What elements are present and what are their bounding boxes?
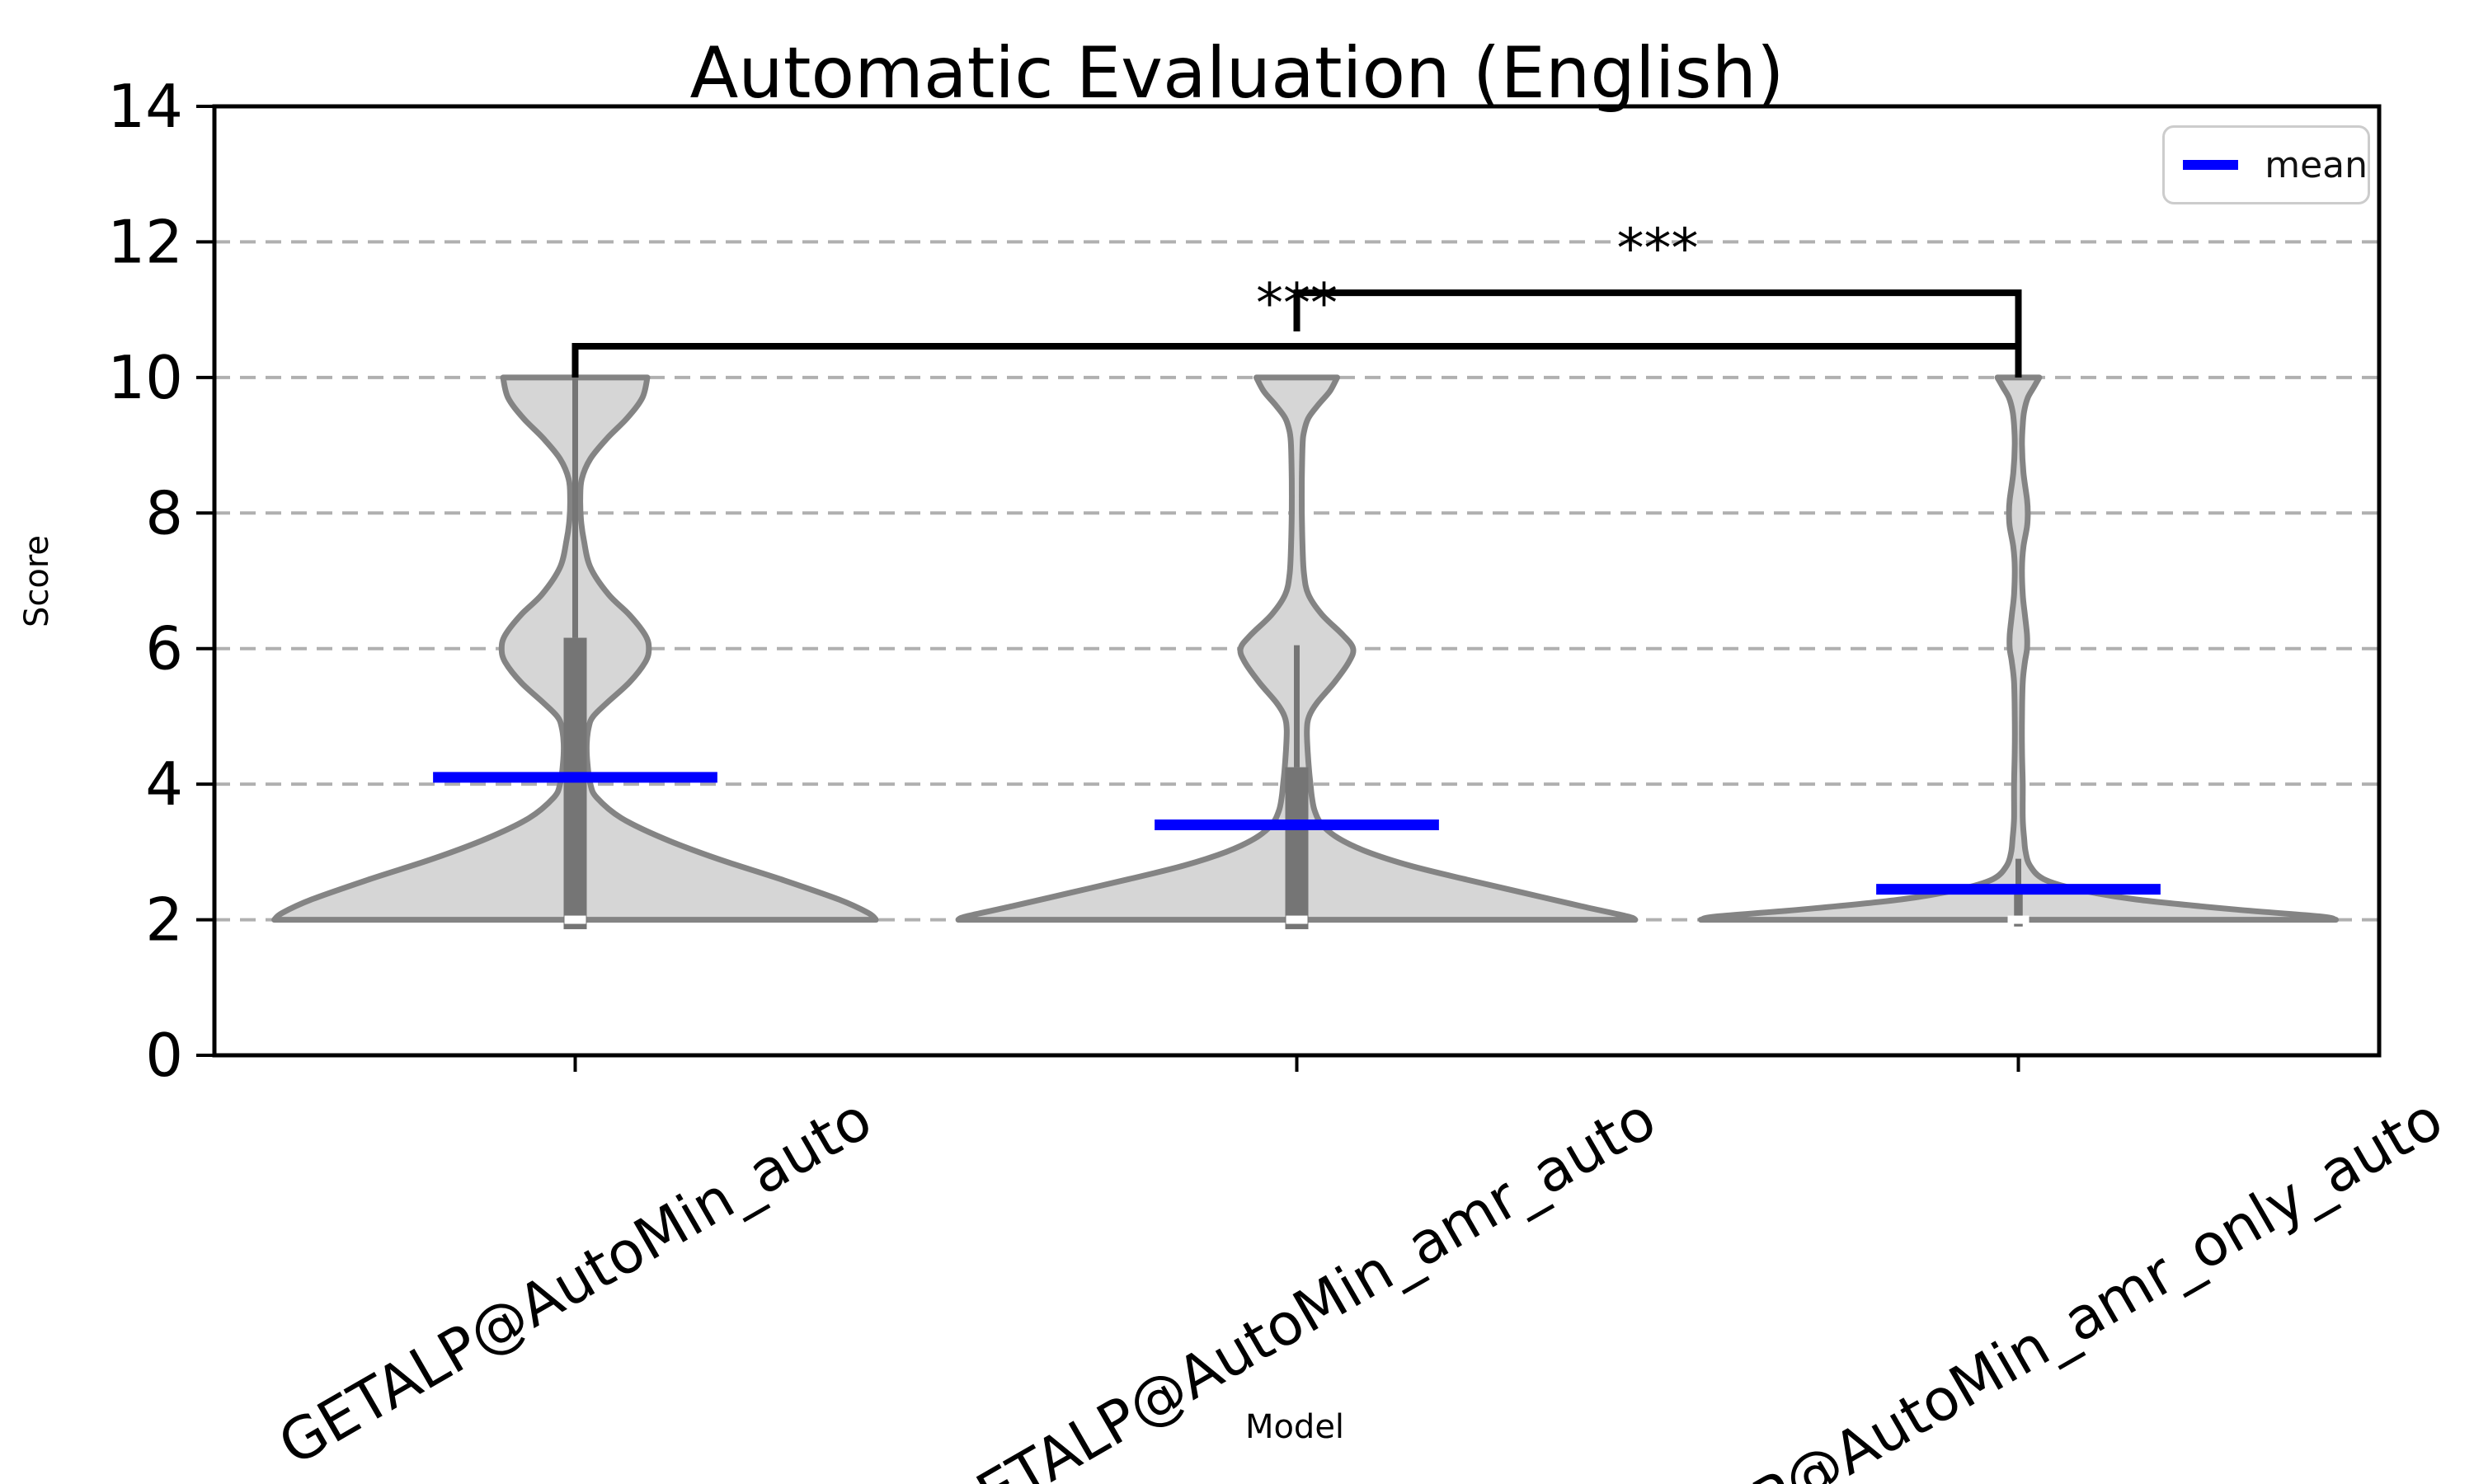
median-tick-1: [1286, 915, 1308, 924]
y-tick-label-4: 4: [145, 749, 183, 819]
y-tick-label-12: 12: [107, 207, 183, 276]
y-tick-label-10: 10: [107, 343, 183, 412]
sig-bracket-1: [1293, 289, 2022, 347]
y-tick-label-14: 14: [107, 72, 183, 141]
x-axis-label: Model: [1244, 1408, 1345, 1446]
y-axis-label: Score: [18, 534, 56, 628]
y-tick-label-2: 2: [145, 885, 183, 955]
sig-label-1: ***: [1617, 217, 1699, 280]
iqr-box-1: [1285, 767, 1309, 930]
y-tick-label-8: 8: [145, 478, 183, 547]
y-tick-label-6: 6: [145, 614, 183, 683]
legend-label: mean: [2265, 143, 2368, 186]
iqr-box-0: [563, 637, 587, 930]
legend: mean: [2162, 125, 2370, 204]
violin-body-2: [1698, 374, 2339, 923]
legend-mean-line-swatch: [2183, 160, 2239, 170]
sig-bracket-0: [571, 343, 2022, 378]
chart-title: Automatic Evaluation (English): [689, 32, 1785, 115]
median-tick-0: [564, 915, 586, 924]
iqr-box-2: [2014, 885, 2023, 927]
y-tick-label-0: 0: [145, 1021, 183, 1090]
median-tick-2: [2007, 915, 2030, 924]
